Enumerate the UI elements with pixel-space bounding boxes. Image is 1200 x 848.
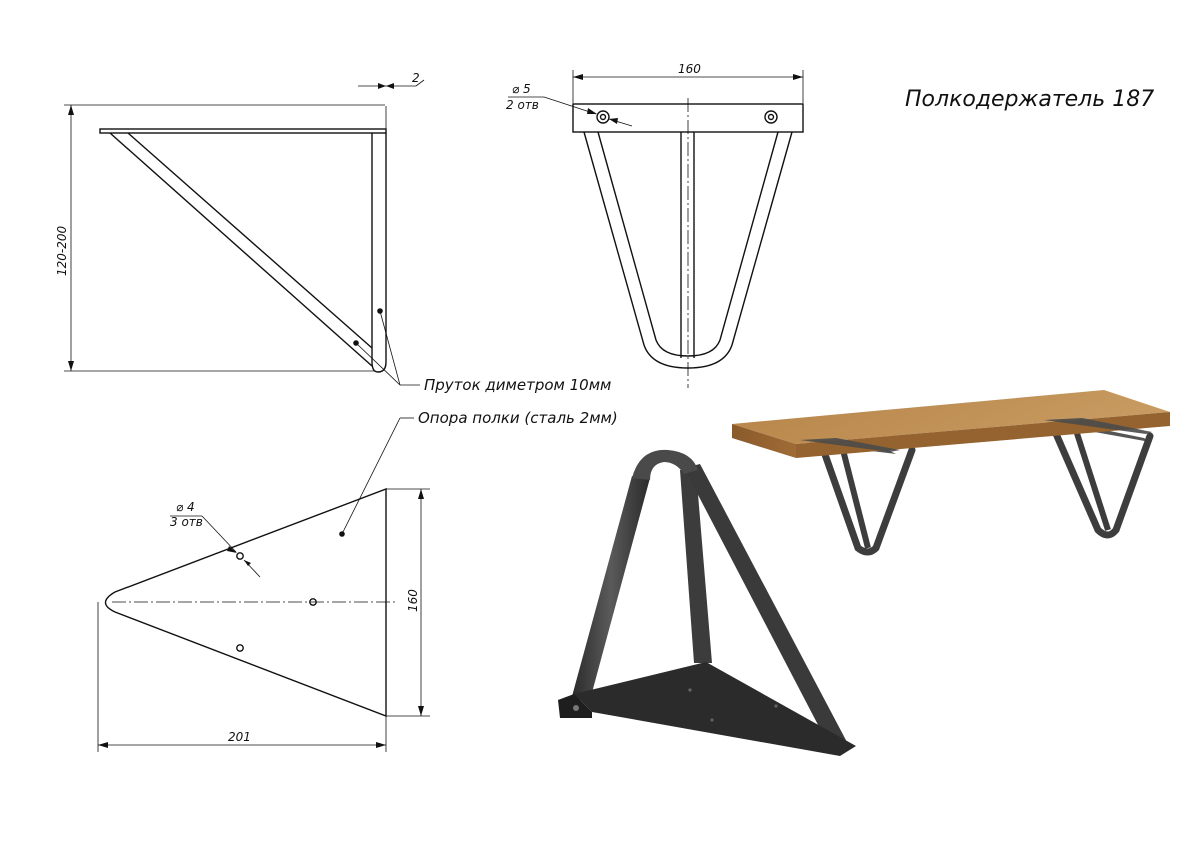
- top-view: ⌀ 4 3 отв 160 201: [97, 417, 430, 752]
- plate-callout: Опора полки (сталь 2мм): [418, 409, 618, 427]
- front-hole-dia: ⌀ 5: [512, 82, 531, 96]
- front-v-rod-inner: [597, 131, 779, 357]
- front-hole-count: 2 отв: [506, 98, 539, 112]
- front-hole-1: [596, 110, 610, 124]
- side-thickness-dim: 2: [412, 71, 420, 85]
- top-hole-dia: ⌀ 4: [176, 500, 195, 514]
- shelf-board: [732, 390, 1170, 444]
- front-hole-2: [764, 110, 778, 124]
- top-hole-1: [236, 552, 244, 560]
- drawing-title: Полкодержатель 187: [905, 87, 1154, 112]
- side-view: 2 120-200: [55, 71, 425, 386]
- top-hole-3: [236, 644, 244, 652]
- top-width-dim: 160: [406, 589, 420, 612]
- rod-callout: Пруток диметром 10мм: [424, 376, 611, 394]
- side-plate-outline: [99, 128, 387, 134]
- bracket-plate: [574, 662, 856, 756]
- top-length-dim: 201: [228, 730, 251, 744]
- side-vertical-rod: [371, 133, 387, 373]
- side-diagonal-rod: [109, 132, 373, 367]
- top-hole-2: [309, 598, 317, 606]
- front-width-dim: 160: [678, 62, 701, 76]
- side-diagonal-rod-inner: [127, 132, 373, 349]
- front-view: 160 ⌀ 5 2 отв: [506, 62, 804, 388]
- shelf-3d-render: [732, 390, 1170, 556]
- side-height-dim: 120-200: [55, 225, 69, 276]
- bracket-3d-render: [558, 449, 856, 756]
- top-plate-outline: [104, 487, 387, 718]
- top-hole-count: 3 отв: [170, 515, 203, 529]
